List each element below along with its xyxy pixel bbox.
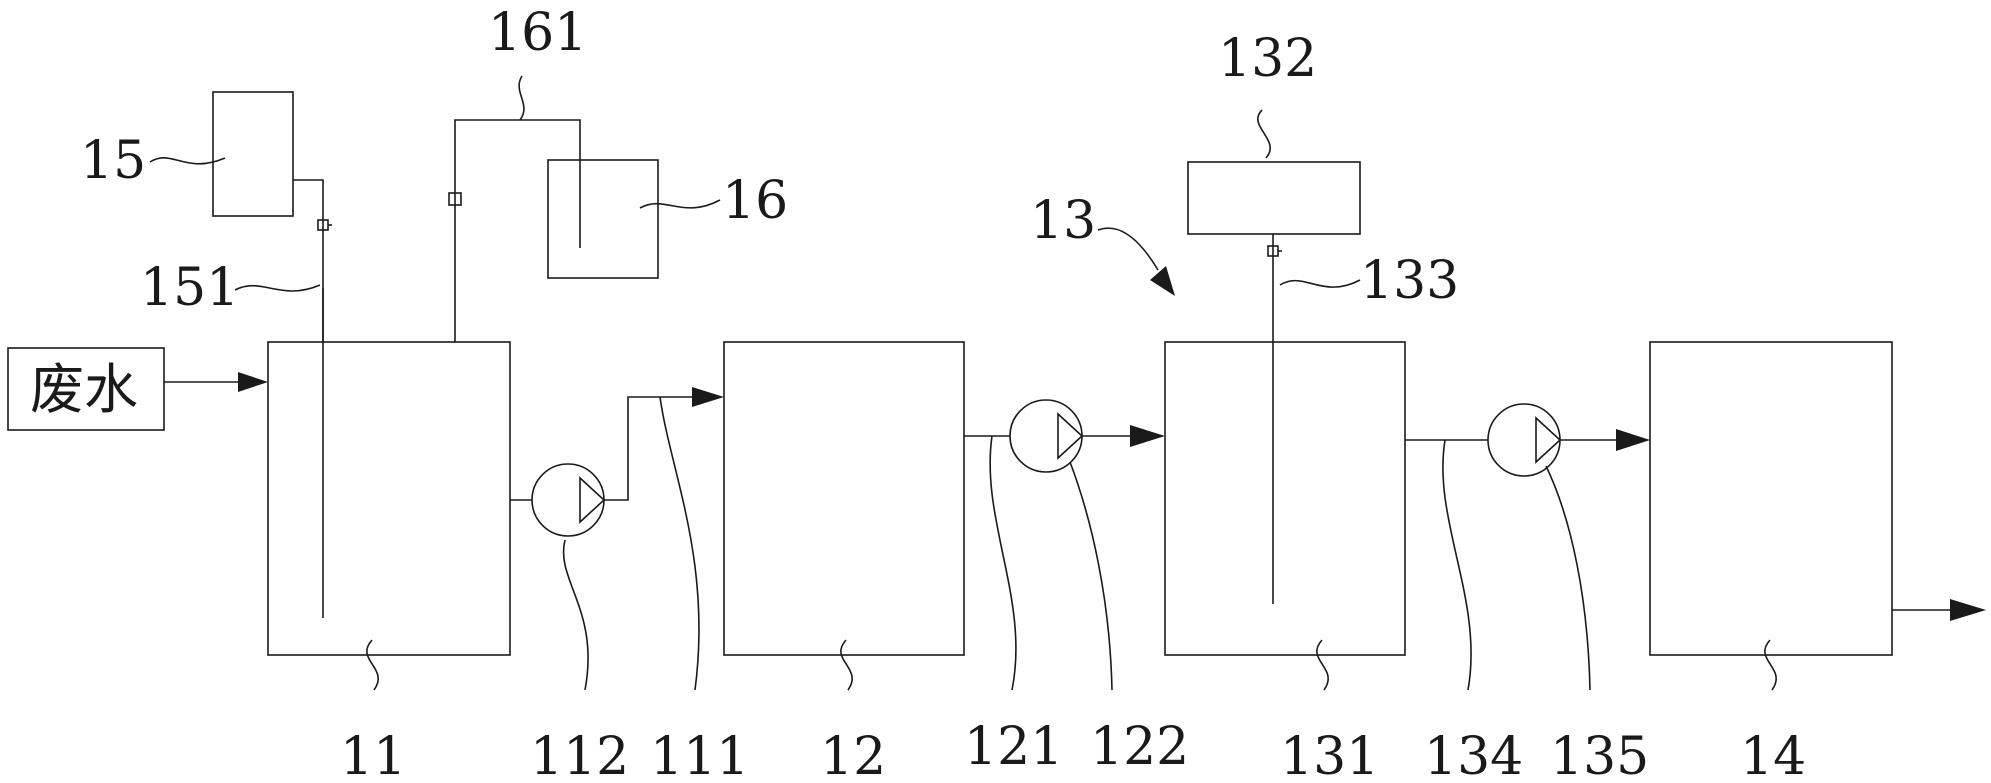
label-131: 131: [1280, 727, 1379, 783]
group-13-arrowhead: [1150, 266, 1175, 296]
pipe-111-arrow: [692, 387, 724, 407]
leader-15: [149, 157, 226, 165]
leader-121: [989, 435, 1017, 691]
pump-135-arrow: [1616, 429, 1650, 451]
label-14: 14: [1740, 727, 1806, 783]
leader-16: [639, 199, 721, 209]
pump-122: [1009, 399, 1083, 473]
group-13-leader: [1097, 227, 1159, 271]
dosing-box-15: [212, 91, 294, 217]
label-121: 121: [964, 717, 1063, 777]
label-111: 111: [650, 727, 749, 783]
leader-134: [1442, 439, 1472, 691]
leader-11: [366, 639, 379, 691]
label-135: 135: [1550, 727, 1649, 783]
pipe-161: [454, 119, 581, 342]
label-11: 11: [340, 727, 406, 783]
pipe-151: [293, 179, 324, 342]
label-12: 12: [820, 727, 886, 783]
pump-135-triangle: [1535, 416, 1562, 464]
label-134: 134: [1424, 727, 1523, 783]
pump-135: [1487, 403, 1561, 477]
tank-131: [1164, 341, 1406, 656]
pump-122-triangle: [1057, 412, 1084, 460]
leader-14: [1764, 639, 1777, 691]
tank-14: [1649, 341, 1893, 656]
label-133: 133: [1360, 251, 1459, 311]
dosing-box-132: [1187, 161, 1361, 235]
leader-133: [1279, 279, 1361, 288]
tank-11: [267, 341, 511, 656]
outlet-arrow: [1950, 599, 1986, 621]
valve-161: [448, 192, 462, 206]
pump-112: [531, 463, 605, 537]
dosing-box-16: [547, 159, 659, 279]
pipe-111: [604, 396, 695, 501]
leader-122: [1069, 461, 1113, 691]
label-132: 132: [1218, 29, 1317, 89]
label-122: 122: [1090, 717, 1189, 777]
leader-131: [1316, 639, 1329, 691]
leader-161: [518, 75, 525, 121]
tank-12: [723, 341, 965, 656]
label-15: 15: [80, 131, 146, 191]
wastewater-label: 废水: [30, 358, 138, 421]
label-112: 112: [530, 727, 629, 783]
label-161: 161: [488, 3, 587, 63]
leader-12: [840, 639, 853, 691]
inlet-arrow: [238, 372, 268, 392]
pump-112-triangle: [579, 476, 606, 524]
leader-135: [1545, 465, 1591, 691]
leader-111: [659, 396, 700, 691]
leader-151: [234, 284, 321, 292]
leader-112: [562, 539, 589, 691]
pump-122-arrow: [1130, 425, 1165, 447]
wastewater-input-box: [7, 347, 165, 431]
label-16: 16: [722, 171, 788, 231]
leader-132: [1257, 109, 1271, 159]
label-13: 13: [1030, 191, 1096, 251]
label-151: 151: [140, 258, 239, 318]
